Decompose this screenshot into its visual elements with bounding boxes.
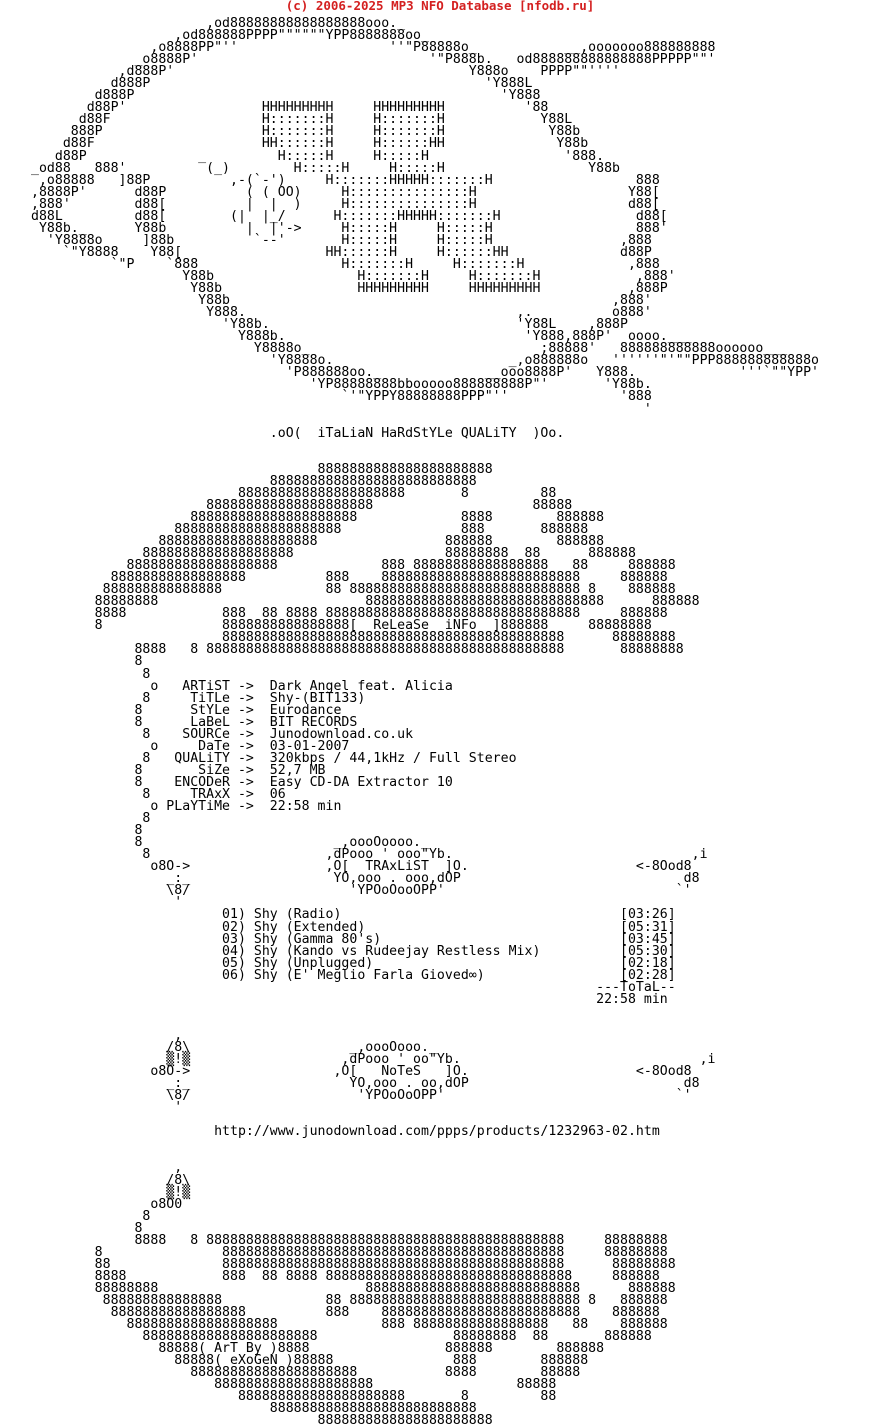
nfo-ascii-art-text: ,od88888888888888888ooo._ ,od888888PPPP"… (31, 16, 819, 1428)
page-header-title: (c) 2006-2025 MP3 NFO Database [nfodb.ru… (285, 0, 595, 13)
